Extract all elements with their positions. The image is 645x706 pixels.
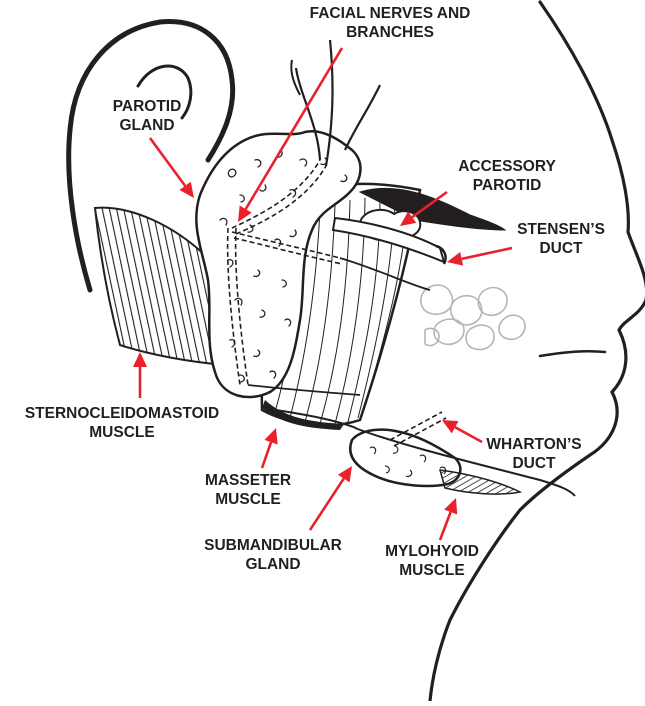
mylohyoid-shape [440, 470, 520, 494]
face-profile-outline [430, 2, 645, 701]
arrow-masseter-shaft [262, 442, 271, 468]
buccal-fat [421, 285, 525, 349]
lip-line [540, 351, 605, 356]
arrow-parotid-gland-head [179, 182, 194, 198]
arrow-stensens-duct-head [447, 252, 463, 266]
arrow-sternocleidomastoid-head [133, 352, 147, 367]
arrow-submandibular-shaft [310, 479, 344, 530]
arrow-submandibular-head [338, 466, 352, 482]
arrow-parotid-gland-shaft [150, 138, 185, 186]
arrow-mylohyoid-shaft [440, 512, 451, 540]
arrow-masseter-head [264, 428, 277, 444]
